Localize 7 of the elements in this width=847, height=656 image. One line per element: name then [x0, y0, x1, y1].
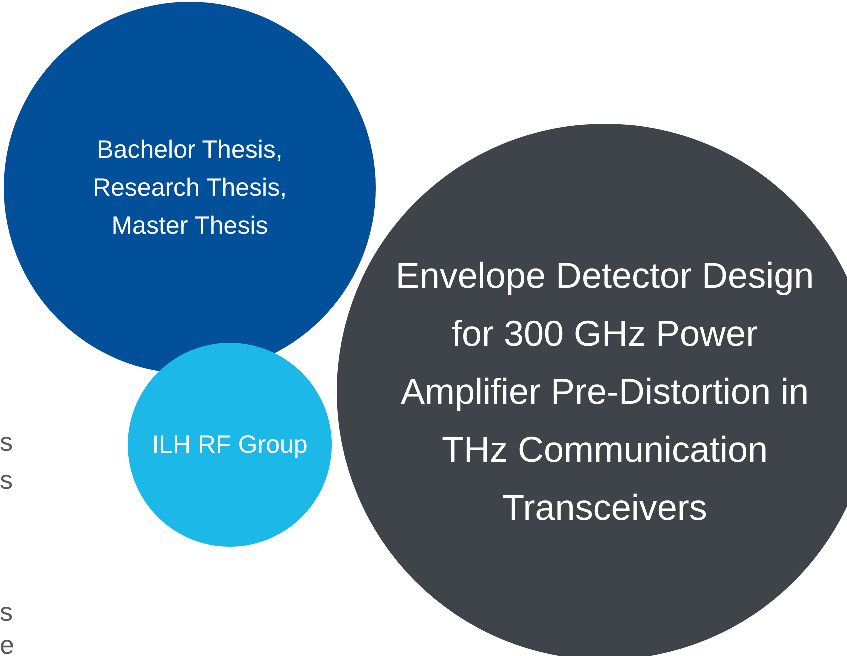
text-fragment: s — [0, 597, 13, 627]
circle-text: ILH RF Group — [151, 430, 309, 460]
circle-text: Envelope Detector Design for 300 GHz Power Amplifier Pre-Distortion in THz Communication Transceivers — [395, 254, 815, 530]
text-fragment: e — [0, 630, 14, 656]
circle-text: Bachelor Thesis, Research Thesis, Master Thesis — [92, 135, 288, 242]
text-fragment: s — [0, 465, 13, 495]
text-fragment: s — [0, 427, 13, 457]
